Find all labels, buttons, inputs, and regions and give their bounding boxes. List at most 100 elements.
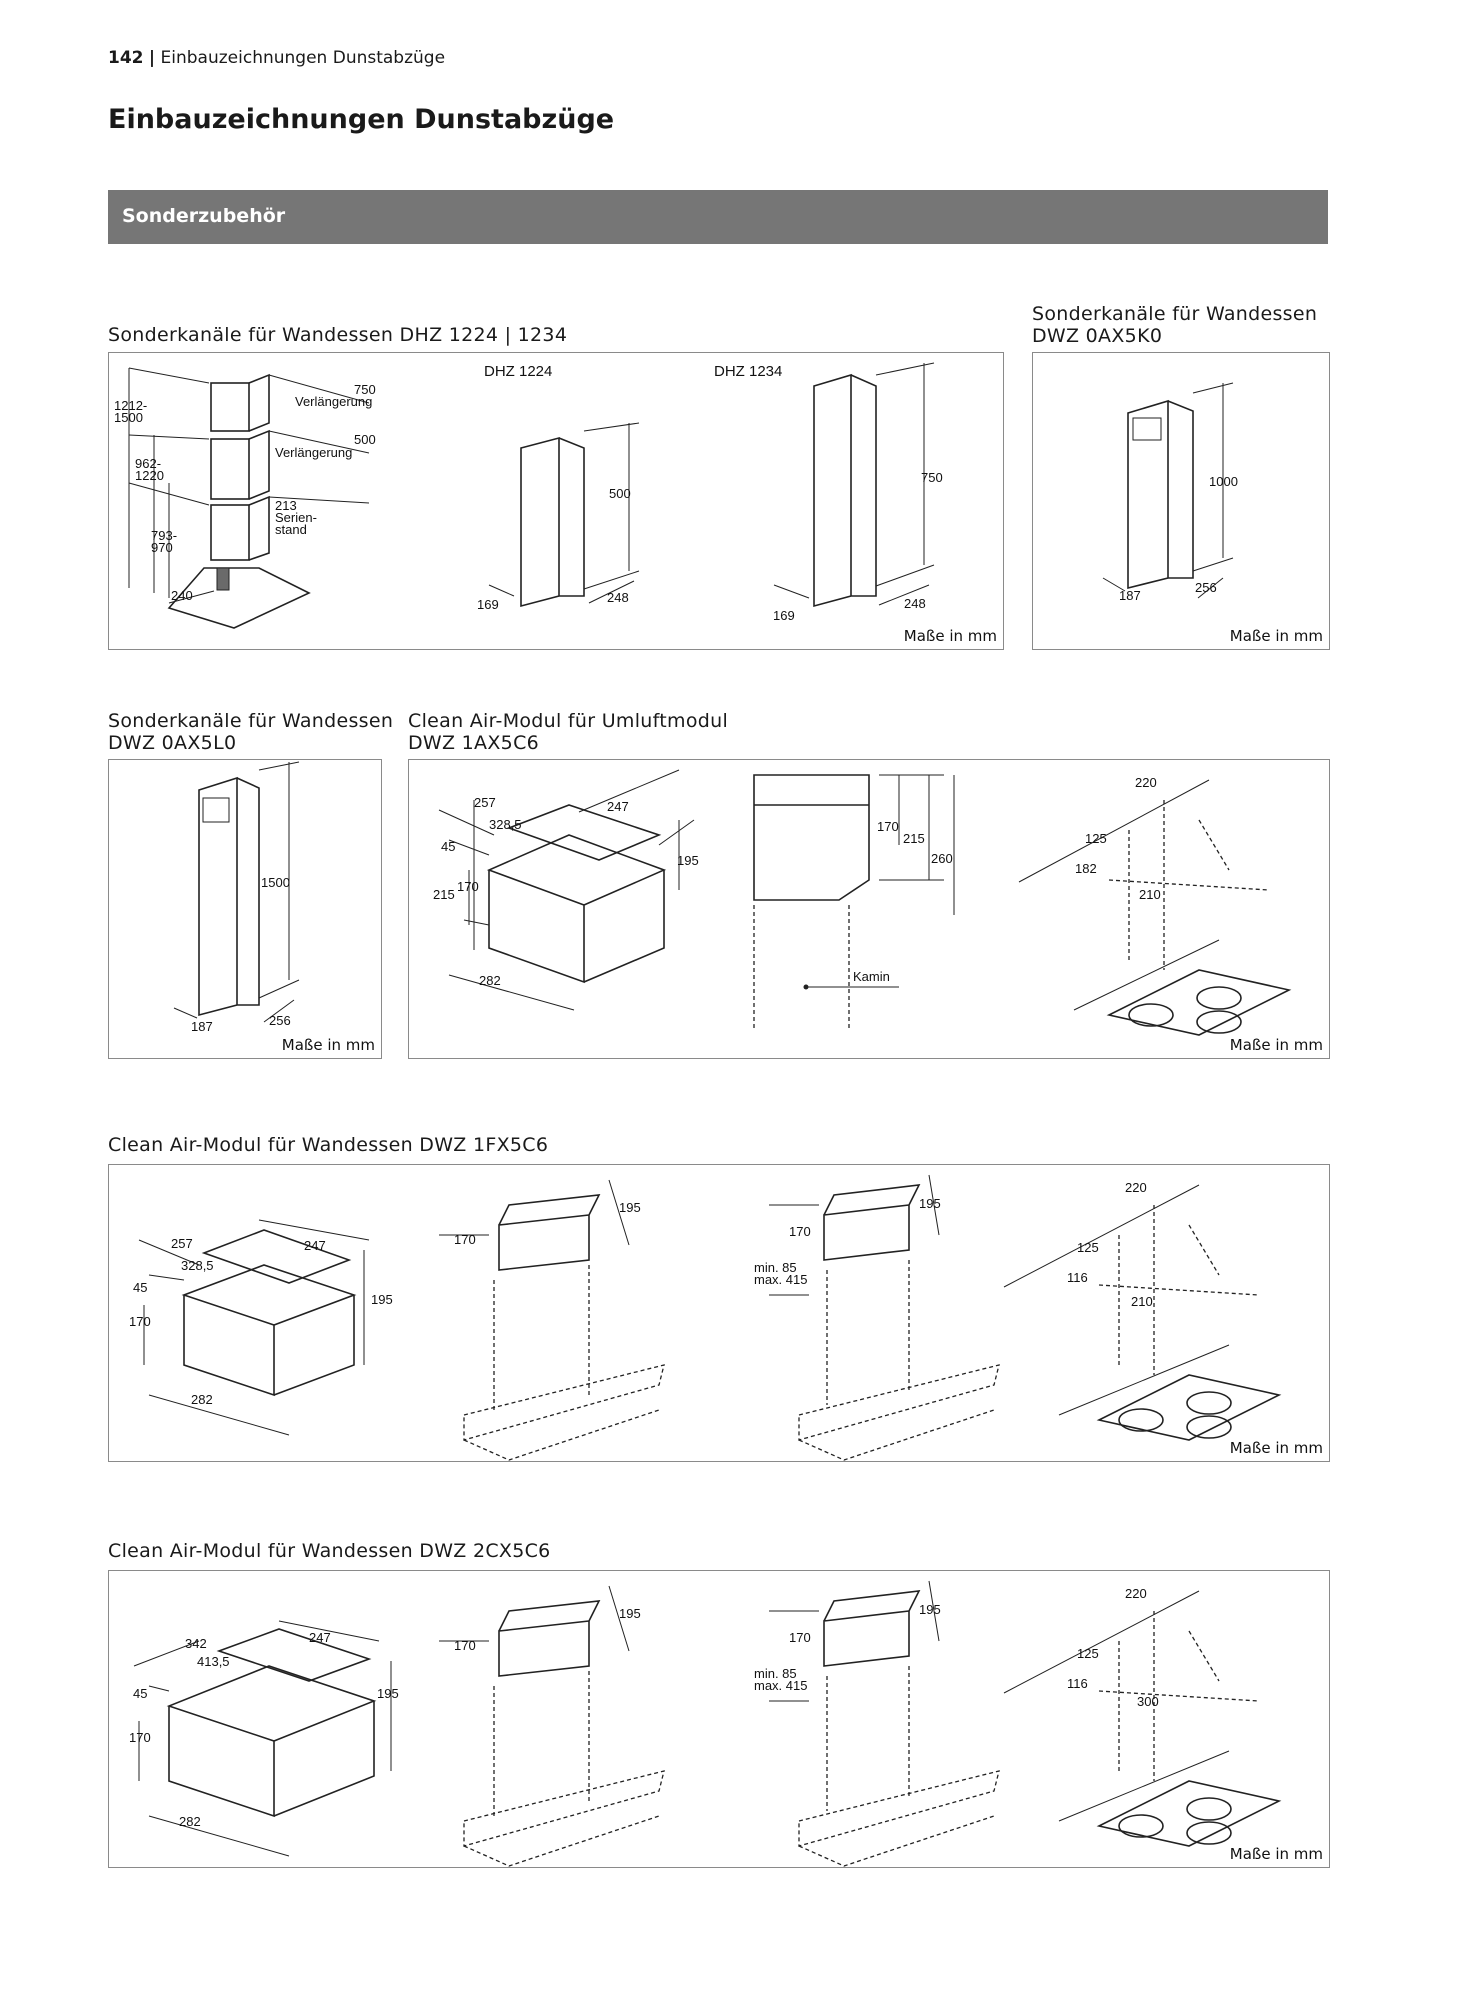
- panel-title-dwz-0ax5l0: Sonderkanäle für Wandessen DWZ 0AX5L0: [108, 710, 393, 754]
- section-bar-label: Sonderzubehör: [122, 205, 286, 227]
- label-125: 125: [1077, 1646, 1099, 1661]
- running-title: Einbauzeichnungen Dunstabzüge: [160, 48, 446, 68]
- drawing-panel-dwz-1fx5c6: 257 328,5 247 45 195 170 282 195 170 195…: [108, 1164, 1330, 1462]
- label-342: 342: [185, 1636, 207, 1651]
- panel-title-dwz-1fx5c6: Clean Air-Modul für Wandessen DWZ 1FX5C6: [108, 1134, 549, 1156]
- label-116: 116: [1067, 1270, 1088, 1285]
- panel-title-line-1: Clean Air-Modul für Umluftmodul: [408, 710, 729, 732]
- label-45: 45: [441, 839, 456, 854]
- label-170-a: 170: [457, 879, 479, 894]
- label-220: 220: [1125, 1180, 1147, 1195]
- drawing-panel-dhz: 750 Verlängerung 500 Verlängerung 213 Se…: [108, 352, 1004, 650]
- label-serien: Serien-: [275, 510, 317, 525]
- label-1220: 1220: [135, 468, 164, 483]
- label-210: 210: [1139, 887, 1161, 902]
- drawing-panel-dwz-0ax5k0: 1000 187 256 Maße in mm: [1032, 352, 1330, 650]
- header-separator: |: [148, 48, 156, 68]
- panel-title-dwz-1ax5c6: Clean Air-Modul für Umluftmodul DWZ 1AX5…: [408, 710, 728, 754]
- label-215-a: 215: [433, 887, 455, 902]
- label-215-b: 215: [903, 831, 925, 846]
- label-210: 210: [1131, 1294, 1153, 1309]
- label-750-b: 750: [921, 470, 943, 485]
- label-240: 240: [171, 588, 193, 603]
- panel-title-line-2: DWZ 0AX5K0: [1032, 325, 1163, 347]
- drawing-dwz-1fx5c6: [138, 1174, 1282, 1461]
- label-328-5: 328,5: [181, 1258, 214, 1273]
- page-title: Einbauzeichnungen Dunstabzüge: [108, 104, 615, 135]
- units-note: Maße in mm: [903, 627, 997, 645]
- label-247: 247: [304, 1238, 326, 1253]
- panel-title-line-1: Sonderkanäle für Wandessen: [1032, 303, 1318, 325]
- drawing-dhz: [128, 362, 935, 629]
- label-170-a: 170: [129, 1730, 151, 1745]
- label-970: 970: [151, 540, 173, 555]
- label-1500: 1500: [114, 410, 143, 425]
- label-187: 187: [1119, 588, 1141, 603]
- drawing-dwz-2cx5c6: [133, 1580, 1282, 1867]
- units-note: Maße in mm: [281, 1036, 375, 1054]
- label-170-b: 170: [454, 1232, 476, 1247]
- label-300: 300: [1137, 1694, 1159, 1709]
- label-45: 45: [133, 1280, 148, 1295]
- label-282: 282: [179, 1814, 201, 1829]
- panel-title-dwz-0ax5k0: Sonderkanäle für Wandessen DWZ 0AX5K0: [1032, 303, 1317, 347]
- label-169-a: 169: [477, 597, 499, 612]
- label-max-415: max. 415: [754, 1272, 808, 1287]
- label-170-b: 170: [454, 1638, 476, 1653]
- section-bar: Sonderzubehör: [108, 190, 1328, 244]
- label-195-a: 195: [371, 1292, 393, 1307]
- label-248-b: 248: [904, 596, 926, 611]
- label-248-a: 248: [607, 590, 629, 605]
- label-min-85: min. 85: [754, 1666, 797, 1681]
- panel-title-line-2: DWZ 1AX5C6: [408, 732, 540, 754]
- label-170-c: 170: [789, 1224, 811, 1239]
- drawing-dwz-0ax5l0: [173, 761, 300, 1023]
- label-dhz-1234: DHZ 1234: [714, 363, 783, 380]
- label-247: 247: [309, 1630, 331, 1645]
- label-stand: stand: [275, 522, 307, 537]
- label-257: 257: [171, 1236, 193, 1251]
- panel-title-line-1: Sonderkanäle für Wandessen: [108, 710, 394, 732]
- label-256: 256: [269, 1013, 291, 1028]
- label-kamin: Kamin: [853, 969, 890, 984]
- label-verlaengerung-1: Verlängerung: [295, 394, 373, 409]
- label-max-415: max. 415: [754, 1678, 808, 1693]
- units-note: Maße in mm: [1229, 1845, 1323, 1863]
- drawing-panel-dwz-1ax5c6: 257 328,5 247 45 195 170 215 282 170 215…: [408, 759, 1330, 1059]
- label-962: 962-: [135, 456, 162, 471]
- label-1500: 1500: [261, 875, 290, 890]
- label-dhz-1224: DHZ 1224: [484, 363, 553, 380]
- label-282: 282: [479, 973, 501, 988]
- panel-title-dwz-2cx5c6: Clean Air-Modul für Wandessen DWZ 2CX5C6: [108, 1540, 551, 1562]
- label-793: 793-: [151, 528, 178, 543]
- label-verlaengerung-2: Verlängerung: [275, 445, 353, 460]
- label-170-b: 170: [877, 819, 899, 834]
- running-header: 142 | Einbauzeichnungen Dunstabzüge: [108, 48, 445, 68]
- label-125: 125: [1085, 831, 1107, 846]
- label-169-b: 169: [773, 608, 795, 623]
- label-213: 213: [275, 498, 297, 513]
- label-170-c: 170: [789, 1630, 811, 1645]
- panel-title-line-2: DWZ 0AX5L0: [108, 732, 237, 754]
- label-328-5: 328,5: [489, 817, 522, 832]
- label-187: 187: [191, 1019, 213, 1034]
- label-195-b: 195: [619, 1200, 641, 1215]
- drawing-panel-dwz-2cx5c6: 342 413,5 247 45 195 170 282 195 170 195…: [108, 1570, 1330, 1868]
- panel-title-dhz: Sonderkanäle für Wandessen DHZ 1224 | 12…: [108, 324, 568, 346]
- label-256: 256: [1195, 580, 1217, 595]
- label-min-85: min. 85: [754, 1260, 797, 1275]
- label-182: 182: [1075, 861, 1097, 876]
- label-247: 247: [607, 799, 629, 814]
- label-500-ext: 500: [354, 432, 376, 447]
- label-195-a: 195: [377, 1686, 399, 1701]
- label-1000: 1000: [1209, 474, 1238, 489]
- drawing-dwz-1ax5c6: [438, 769, 1292, 1036]
- label-282: 282: [191, 1392, 213, 1407]
- label-195-c: 195: [919, 1196, 941, 1211]
- drawing-dwz-0ax5k0: [1102, 382, 1234, 599]
- drawing-panel-dwz-0ax5l0: 1500 187 256 Maße in mm: [108, 759, 382, 1059]
- units-note: Maße in mm: [1229, 1036, 1323, 1054]
- label-260: 260: [931, 851, 953, 866]
- label-116: 116: [1067, 1676, 1088, 1691]
- label-750: 750: [354, 382, 376, 397]
